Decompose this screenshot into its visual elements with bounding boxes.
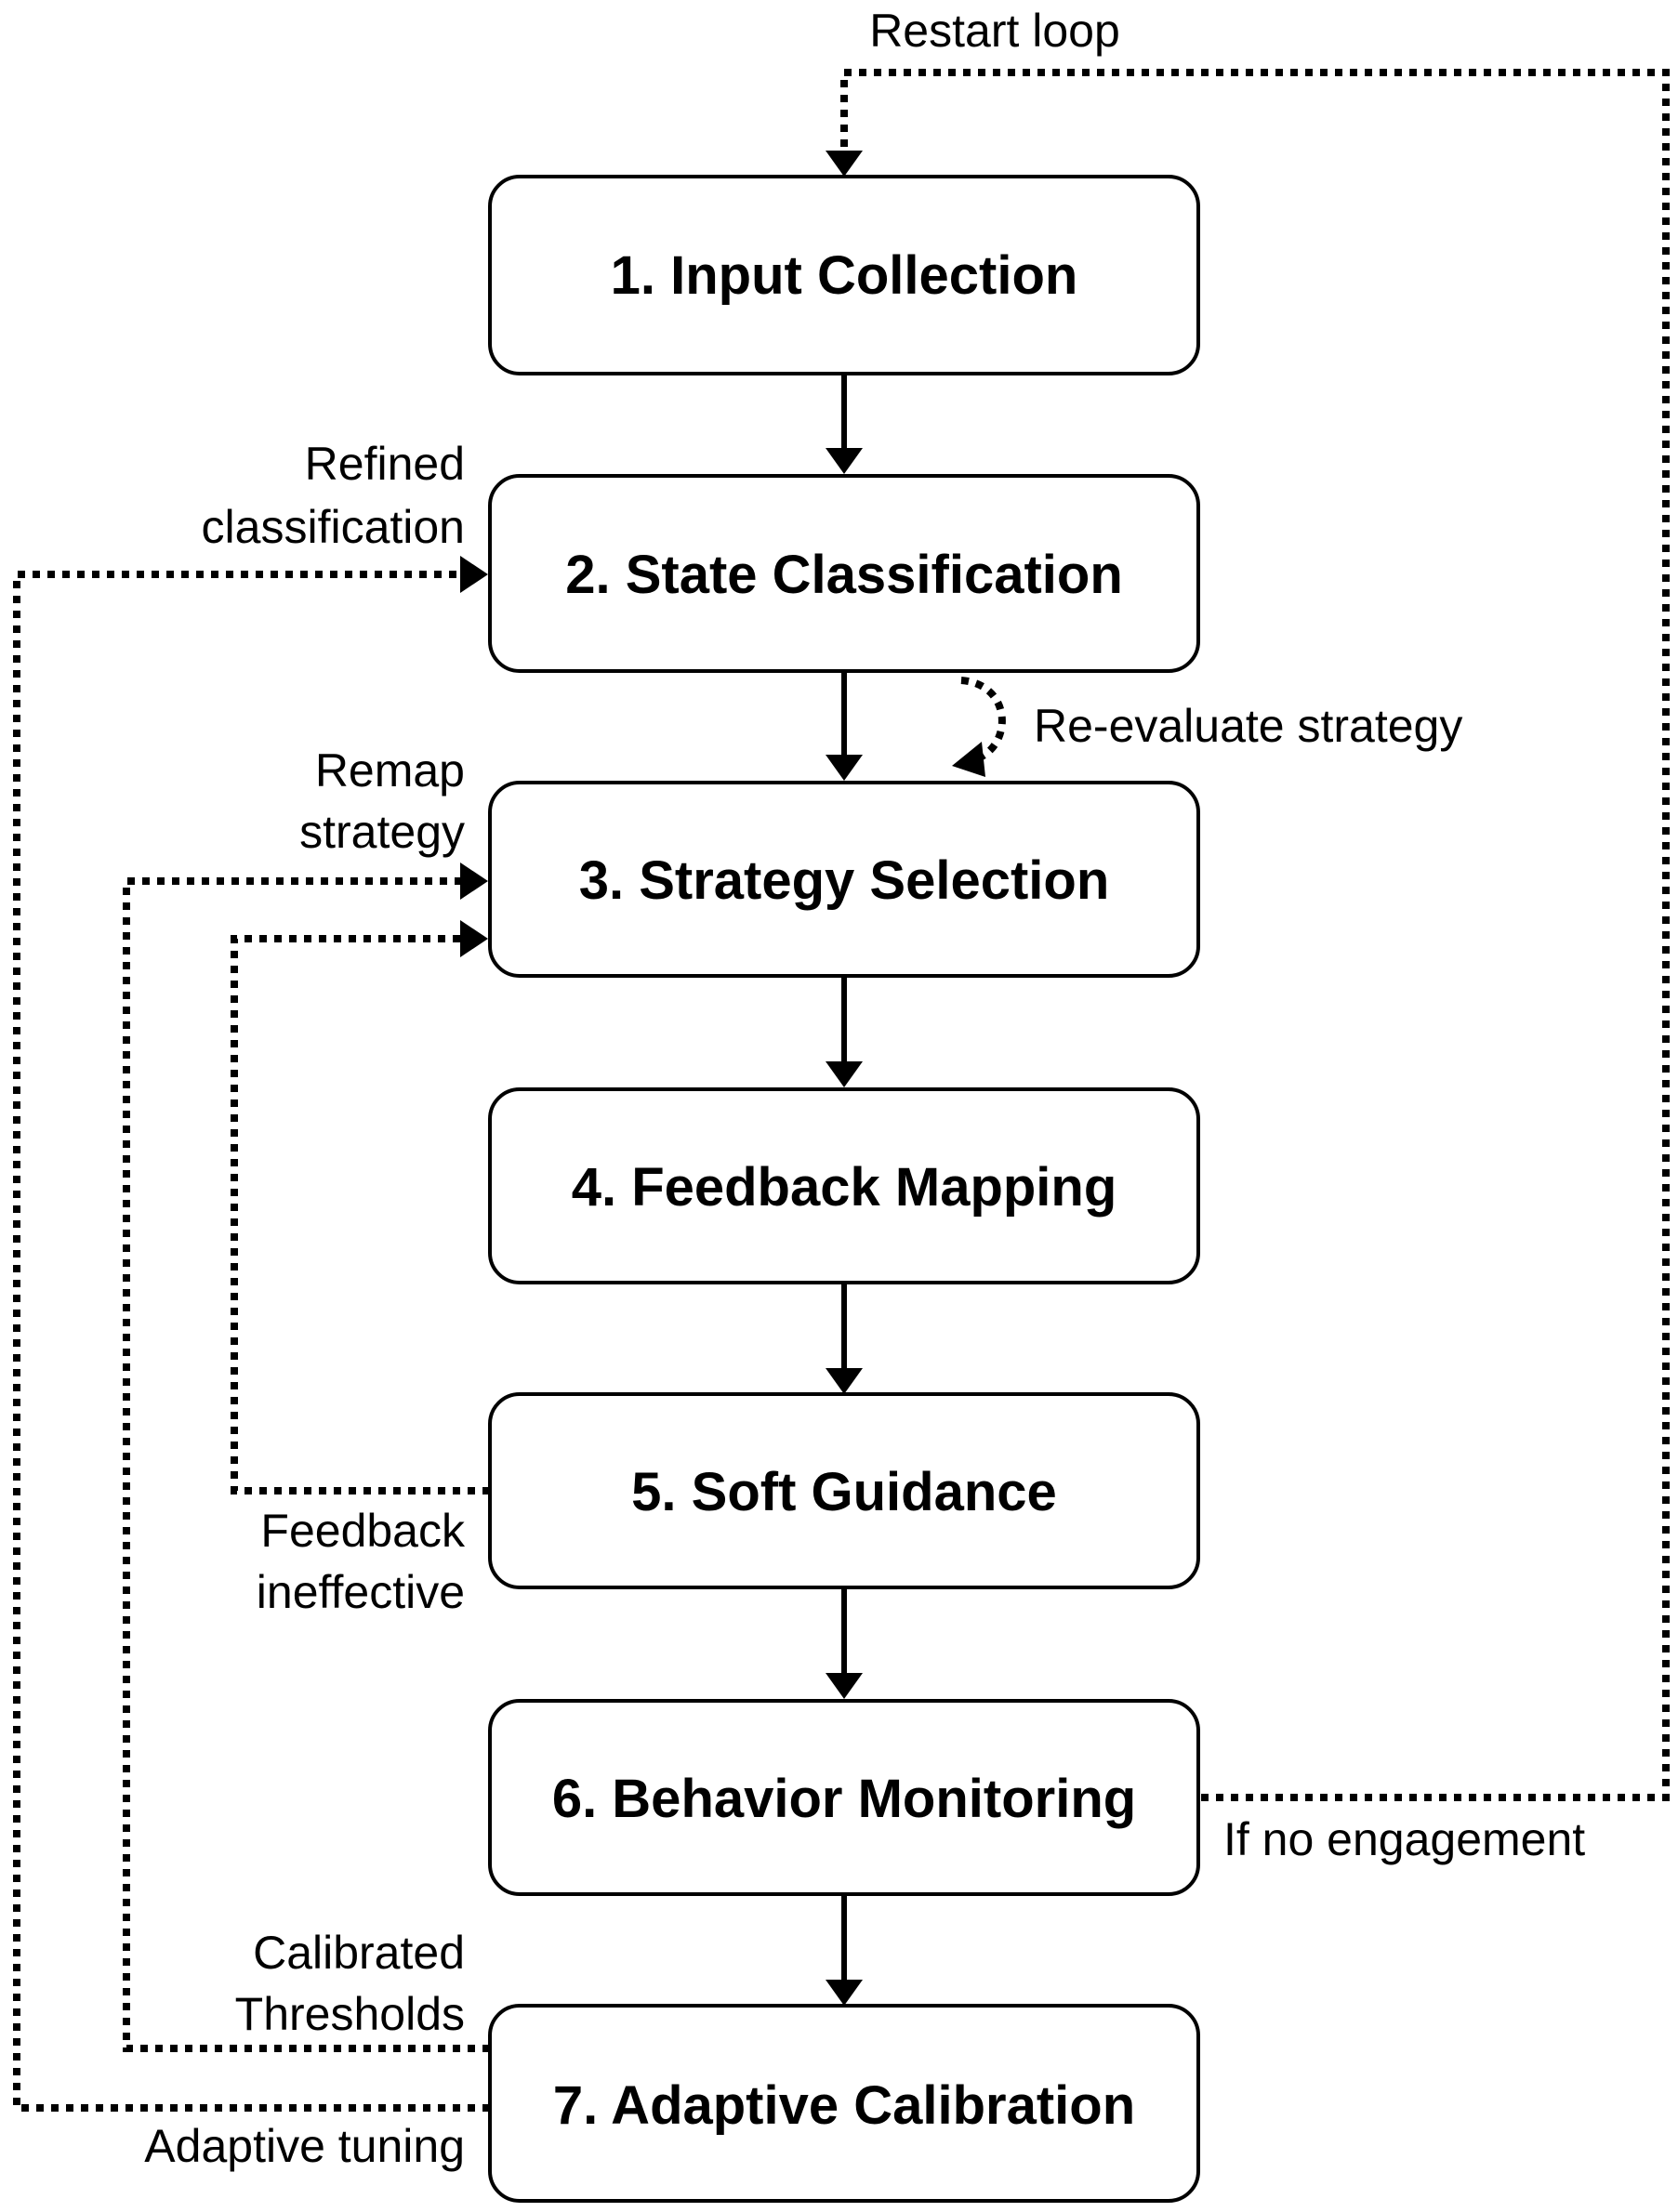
calibrated-thresholds-label-line2: Thresholds	[235, 1988, 465, 2040]
re-evaluate-strategy-label: Re-evaluate strategy	[1034, 700, 1462, 752]
restart-loop-connector	[826, 69, 1670, 1801]
refined-classification-label-line2: classification	[202, 501, 465, 553]
solid-connectors	[826, 375, 863, 2006]
step-label: 6. Behavior Monitoring	[552, 1769, 1136, 1829]
remap-strategy-label-line1: Remap	[315, 744, 465, 797]
step-label: 2. State Classification	[565, 545, 1123, 605]
adaptive-tuning-label: Adaptive tuning	[144, 2120, 465, 2172]
feedback-ineffective-connector	[231, 920, 490, 1494]
calibrated-thresholds-label-line1: Calibrated	[253, 1927, 465, 1979]
step-label: 1. Input Collection	[611, 245, 1078, 306]
remap-strategy-label-line2: strategy	[299, 806, 465, 858]
step-label: 7. Adaptive Calibration	[553, 2075, 1135, 2136]
step-6-behavior-monitoring: 6. Behavior Monitoring	[488, 1699, 1200, 1896]
re-evaluate-strategy-connector	[952, 677, 1006, 777]
restart-loop-label: Restart loop	[869, 5, 1120, 57]
step-5-soft-guidance: 5. Soft Guidance	[488, 1392, 1200, 1589]
step-label: 4. Feedback Mapping	[572, 1157, 1117, 1218]
calibrated-thresholds-connector	[123, 862, 490, 2052]
step-7-adaptive-calibration: 7. Adaptive Calibration	[488, 2004, 1200, 2203]
step-3-strategy-selection: 3. Strategy Selection	[488, 781, 1200, 978]
refined-classification-label-line1: Refined	[305, 438, 465, 490]
no-engagement-label: If no engagement	[1223, 1813, 1585, 1865]
step-2-state-classification: 2. State Classification	[488, 474, 1200, 673]
step-1-input-collection: 1. Input Collection	[488, 175, 1200, 375]
feedback-ineffective-label-line2: ineffective	[257, 1566, 465, 1618]
step-4-feedback-mapping: 4. Feedback Mapping	[488, 1087, 1200, 1284]
step-label: 3. Strategy Selection	[579, 850, 1110, 911]
feedback-ineffective-label-line1: Feedback	[260, 1505, 466, 1557]
step-label: 5. Soft Guidance	[631, 1462, 1057, 1522]
refined-classification-connector	[13, 556, 490, 2112]
